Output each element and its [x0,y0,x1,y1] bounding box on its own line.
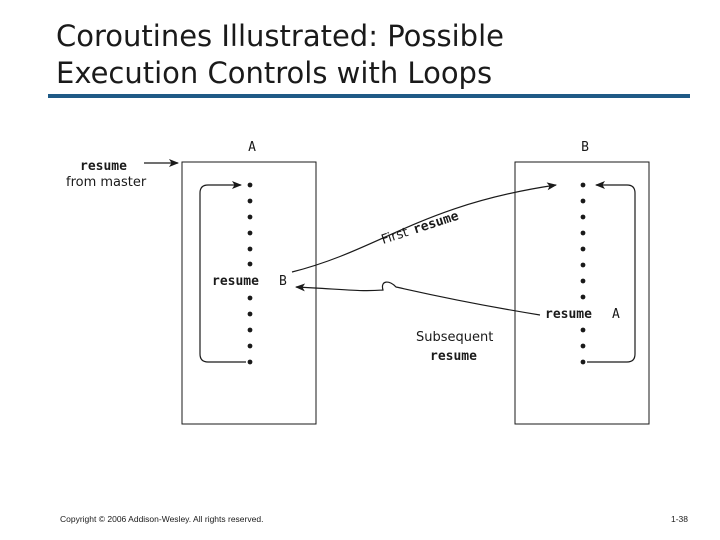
resume-b-keyword: resume [212,274,259,289]
slide-title-line-2: Execution Controls with Loops [56,56,493,90]
resume-a-target: A [612,307,620,322]
first-resume-keyword: resume [411,209,460,238]
resume-a-keyword: resume [545,307,592,322]
slide-title: Coroutines Illustrated: Possible Executi… [56,18,696,92]
subsequent-resume-keyword: resume [430,349,477,364]
box-a-statement-dots [247,182,253,365]
coroutine-box-b [514,161,650,425]
box-b-loop-arrow [587,181,636,363]
first-word: First [380,225,411,248]
box-a-label: A [248,140,256,155]
box-a-loop-arrow [199,181,246,363]
subsequent-label: Subsequent [416,330,493,345]
box-b-label: B [581,140,589,155]
footer-copyright: Copyright © 2006 Addison-Wesley. All rig… [60,514,264,524]
subsequent-resume-arrow [295,281,541,316]
slide-title-line-1: Coroutines Illustrated: Possible [56,19,504,53]
resume-b-target: B [279,274,287,289]
coroutine-box-a [181,161,317,425]
resume-from-master-label: from master [66,175,147,190]
title-underline [48,94,690,98]
resume-from-master-keyword: resume [80,159,127,174]
footer-page-number: 1-38 [670,514,688,524]
box-b-statement-dots [580,182,586,365]
first-resume-label: Firstresume [380,209,461,248]
first-resume-arrow [291,182,557,273]
